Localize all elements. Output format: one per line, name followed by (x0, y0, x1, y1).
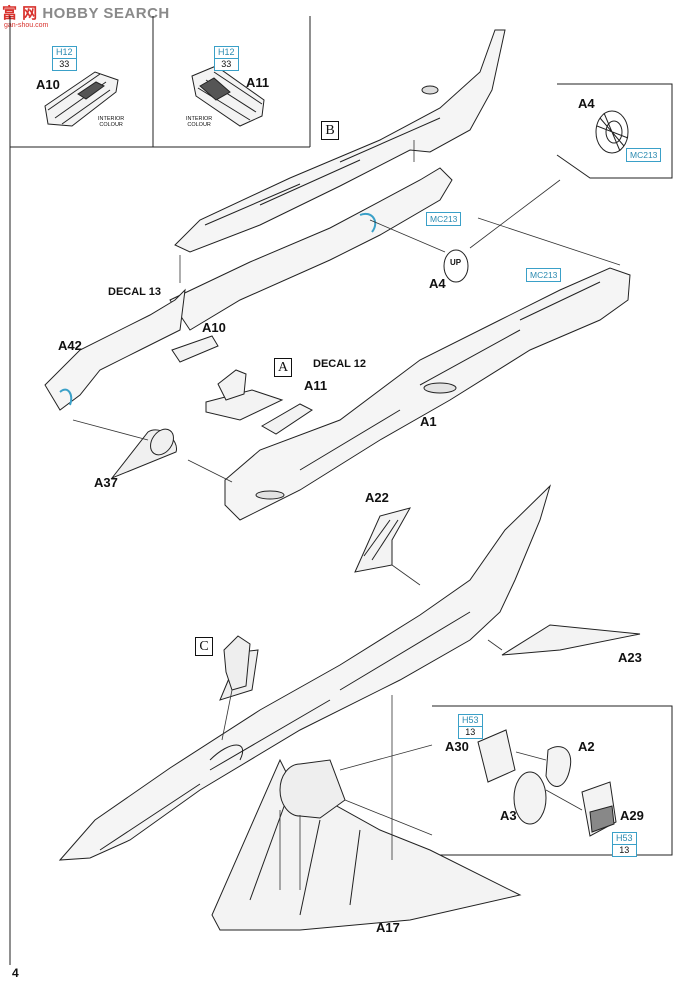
inset-a10-note-line1: INTERIOR (98, 116, 125, 122)
exhaust-a30-paint-top: H53 (459, 715, 482, 727)
paint-intake: MC213 (426, 212, 462, 226)
wing-a17 (211, 758, 522, 931)
label-a23: A23 (618, 650, 642, 665)
watermark-brand-cn: 富 网 (2, 5, 38, 22)
label-decal-13: DECAL 13 (108, 286, 161, 298)
watermark-brand-en: HOBBY SEARCH (42, 5, 170, 22)
inset-a11-note-line1: INTERIOR (186, 116, 213, 122)
exhaust-a29-paint-top: H53 (613, 833, 636, 845)
wheel-inset-label: A4 (578, 96, 595, 111)
seat-assembly (171, 335, 313, 435)
inset-a10-note: INTERIOR COLOUR (98, 116, 124, 128)
label-a17: A17 (376, 920, 400, 935)
watermark: 富 网 HOBBY SEARCH (2, 2, 170, 23)
cockpit-part-c (223, 635, 251, 691)
step-marker-a: A (274, 358, 292, 377)
inset-a11-note: INTERIOR COLOUR (186, 116, 212, 128)
fuselage-left-a42 (44, 288, 186, 411)
stabilizer-a23 (501, 624, 641, 656)
nose-cone-a37 (110, 428, 177, 480)
label-a22: A22 (365, 490, 389, 505)
inset-a10-part (44, 71, 119, 127)
step-marker-b: B (321, 121, 339, 140)
label-a3: A3 (500, 808, 517, 823)
fin-a22 (354, 507, 412, 573)
label-a1: A1 (420, 414, 437, 429)
inset-a11-paint-top: H12 (215, 47, 238, 59)
exhaust-inset-parts (477, 729, 617, 837)
inset-a10-paint-code: H12 33 (52, 46, 77, 71)
label-decal-12: DECAL 12 (313, 358, 366, 370)
label-a10: A10 (202, 320, 226, 335)
fuselage-a1 (224, 267, 631, 521)
up-mark: UP (450, 258, 462, 267)
exhaust-a29-paint-bottom: 13 (619, 845, 630, 855)
inset-a11-label: A11 (246, 75, 270, 90)
fuselage-upper-half (174, 29, 506, 253)
label-a2: A2 (578, 739, 595, 754)
inset-a11-part (191, 65, 265, 127)
exhaust-a30-paint-bottom: 13 (465, 727, 476, 737)
inset-a10-label: A10 (36, 77, 60, 92)
wheel-inset-frame (556, 83, 673, 179)
label-a11: A11 (304, 378, 328, 393)
wheel-a4-small (443, 249, 469, 283)
inset-a11-paint-code: H12 33 (214, 46, 239, 71)
leader-lines (72, 140, 621, 890)
label-a30: A30 (445, 739, 469, 754)
wheel-inset-paint: MC213 (626, 148, 662, 162)
paint-nozzle: MC213 (526, 268, 562, 282)
label-a4: A4 (429, 276, 446, 291)
inset-a10-paint-bottom: 33 (59, 59, 70, 69)
label-a37: A37 (94, 475, 118, 490)
inset-a10-note-line2: COLOUR (99, 122, 123, 128)
inset-a11-note-line2: COLOUR (187, 122, 211, 128)
exhaust-a30-paint: H53 13 (458, 714, 483, 739)
fuselage-mid-half (169, 167, 453, 331)
inset-a10-paint-top: H12 (53, 47, 76, 59)
exhaust-a29-paint: H53 13 (612, 832, 637, 857)
watermark-url: gan-shou.com (4, 22, 49, 29)
exhaust-cylinder (279, 759, 346, 819)
inset-a11-paint-bottom: 33 (221, 59, 232, 69)
page-number: 4 (12, 966, 19, 980)
label-a42: A42 (58, 338, 82, 353)
wheel-a4-inset (595, 110, 629, 154)
step-marker-c: C (195, 637, 213, 656)
exhaust-inset-frame (432, 705, 673, 856)
label-a29: A29 (620, 808, 644, 823)
